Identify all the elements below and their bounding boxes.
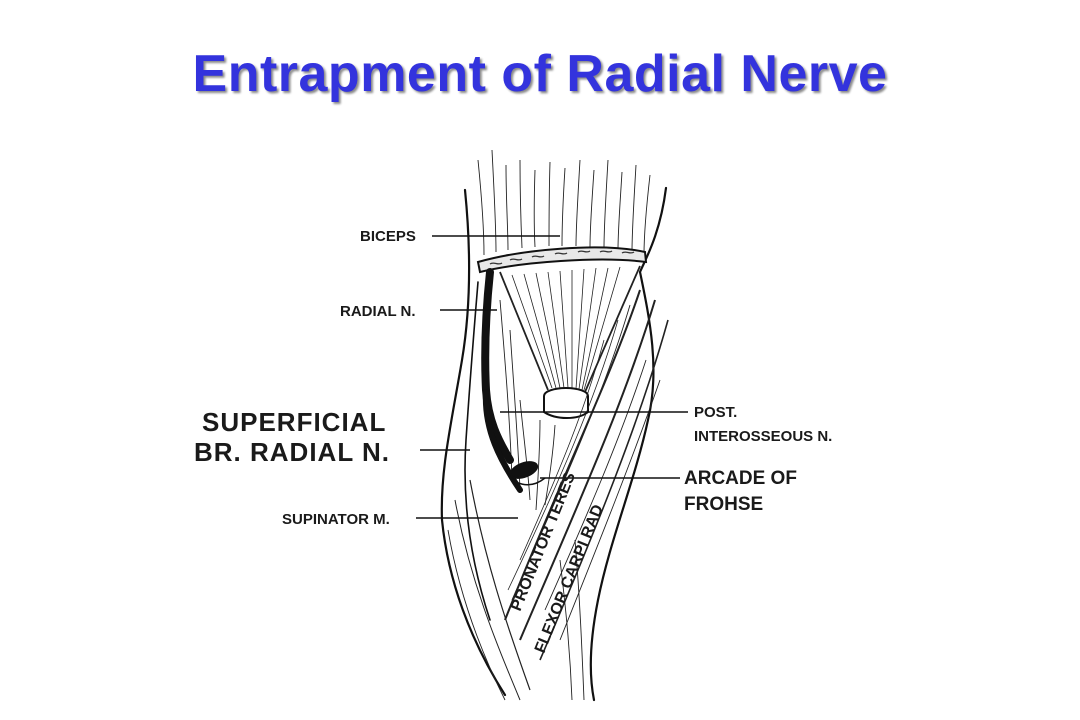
leader-lines bbox=[416, 235, 688, 519]
biceps-muscle bbox=[477, 149, 651, 256]
slide-title: Entrapment of Radial Nerve bbox=[192, 45, 888, 103]
label-supinator: SUPINATOR M. bbox=[282, 511, 390, 528]
label-post-line2: INTEROSSEOUS N. bbox=[694, 428, 832, 445]
label-biceps: BICEPS bbox=[360, 228, 416, 245]
label-superficial-line1: SUPERFICIAL bbox=[202, 407, 386, 437]
label-superficial-line2: BR. RADIAL N. bbox=[194, 437, 390, 467]
arcade-of-frohse-drawing bbox=[505, 461, 546, 486]
label-arcade-line1: ARCADE OF bbox=[684, 468, 797, 489]
radial-nerve bbox=[464, 268, 523, 621]
arm-outline bbox=[440, 186, 668, 702]
label-radial-n: RADIAL N. bbox=[340, 303, 416, 320]
biceps-tendon-cut bbox=[476, 246, 648, 274]
tendon-stump bbox=[543, 387, 589, 419]
biceps-tendon bbox=[499, 265, 641, 393]
label-arcade-line2: FROHSE bbox=[684, 494, 763, 515]
label-post-line1: POST. bbox=[694, 404, 737, 421]
forearm-muscle-bands bbox=[447, 289, 669, 701]
